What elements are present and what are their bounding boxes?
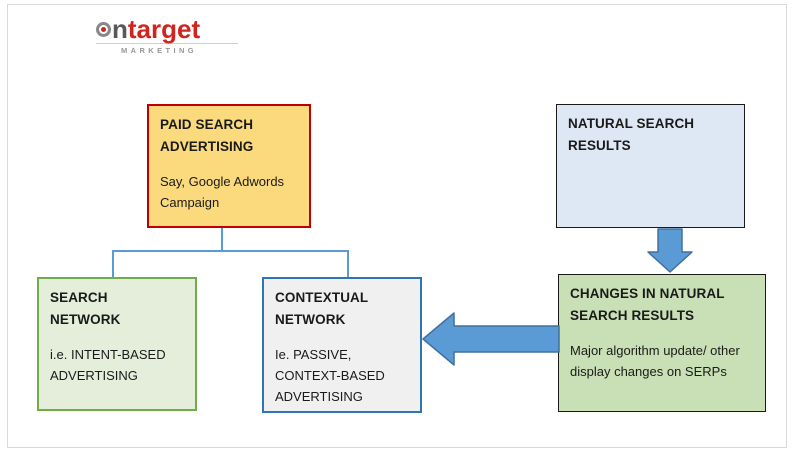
ontarget-marketing-logo: n target MARKETING — [96, 16, 238, 55]
logo-text-n: n — [112, 14, 128, 44]
box-title: CHANGES IN NATURAL SEARCH RESULTS — [570, 286, 725, 323]
logo-wordmark: n target — [96, 16, 238, 43]
box-body: i.e. INTENT-BASED ADVERTISING — [50, 347, 166, 383]
box-title: NATURAL SEARCH RESULTS — [568, 116, 695, 153]
arrow-down-shape — [647, 228, 693, 273]
logo-subtext: MARKETING — [121, 46, 198, 55]
box-body: Major algorithm update/ other display ch… — [570, 343, 740, 379]
contextual-network-box: CONTEXTUAL NETWORK Ie. PASSIVE, CONTEXT-… — [262, 277, 422, 413]
bullseye-dot — [101, 27, 106, 32]
box-body: Ie. PASSIVE, CONTEXT-BASED ADVERTISING — [275, 347, 385, 404]
box-title: PAID SEARCH ADVERTISING — [160, 117, 254, 154]
box-title: CONTEXTUAL NETWORK — [275, 290, 369, 327]
connector-line-left-drop — [112, 250, 114, 277]
search-network-box: SEARCH NETWORK i.e. INTENT-BASED ADVERTI… — [37, 277, 197, 411]
connector-line-vertical-stub — [221, 228, 223, 251]
changes-in-natural-search-results-box: CHANGES IN NATURAL SEARCH RESULTS Major … — [558, 274, 766, 412]
box-body: Say, Google Adwords Campaign — [160, 174, 285, 210]
natural-search-results-box: NATURAL SEARCH RESULTS — [556, 104, 745, 228]
arrow-left-icon — [422, 312, 560, 366]
box-title: SEARCH NETWORK — [50, 290, 121, 327]
arrow-down-icon — [647, 228, 693, 273]
logo-underline — [96, 43, 238, 44]
connector-line-horizontal — [112, 250, 348, 252]
logo-text-target: target — [127, 14, 201, 44]
paid-search-advertising-box: PAID SEARCH ADVERTISING Say, Google Adwo… — [147, 104, 311, 228]
connector-line-right-drop — [347, 250, 349, 277]
arrow-left-shape — [422, 312, 560, 366]
bullseye-icon — [96, 22, 111, 37]
